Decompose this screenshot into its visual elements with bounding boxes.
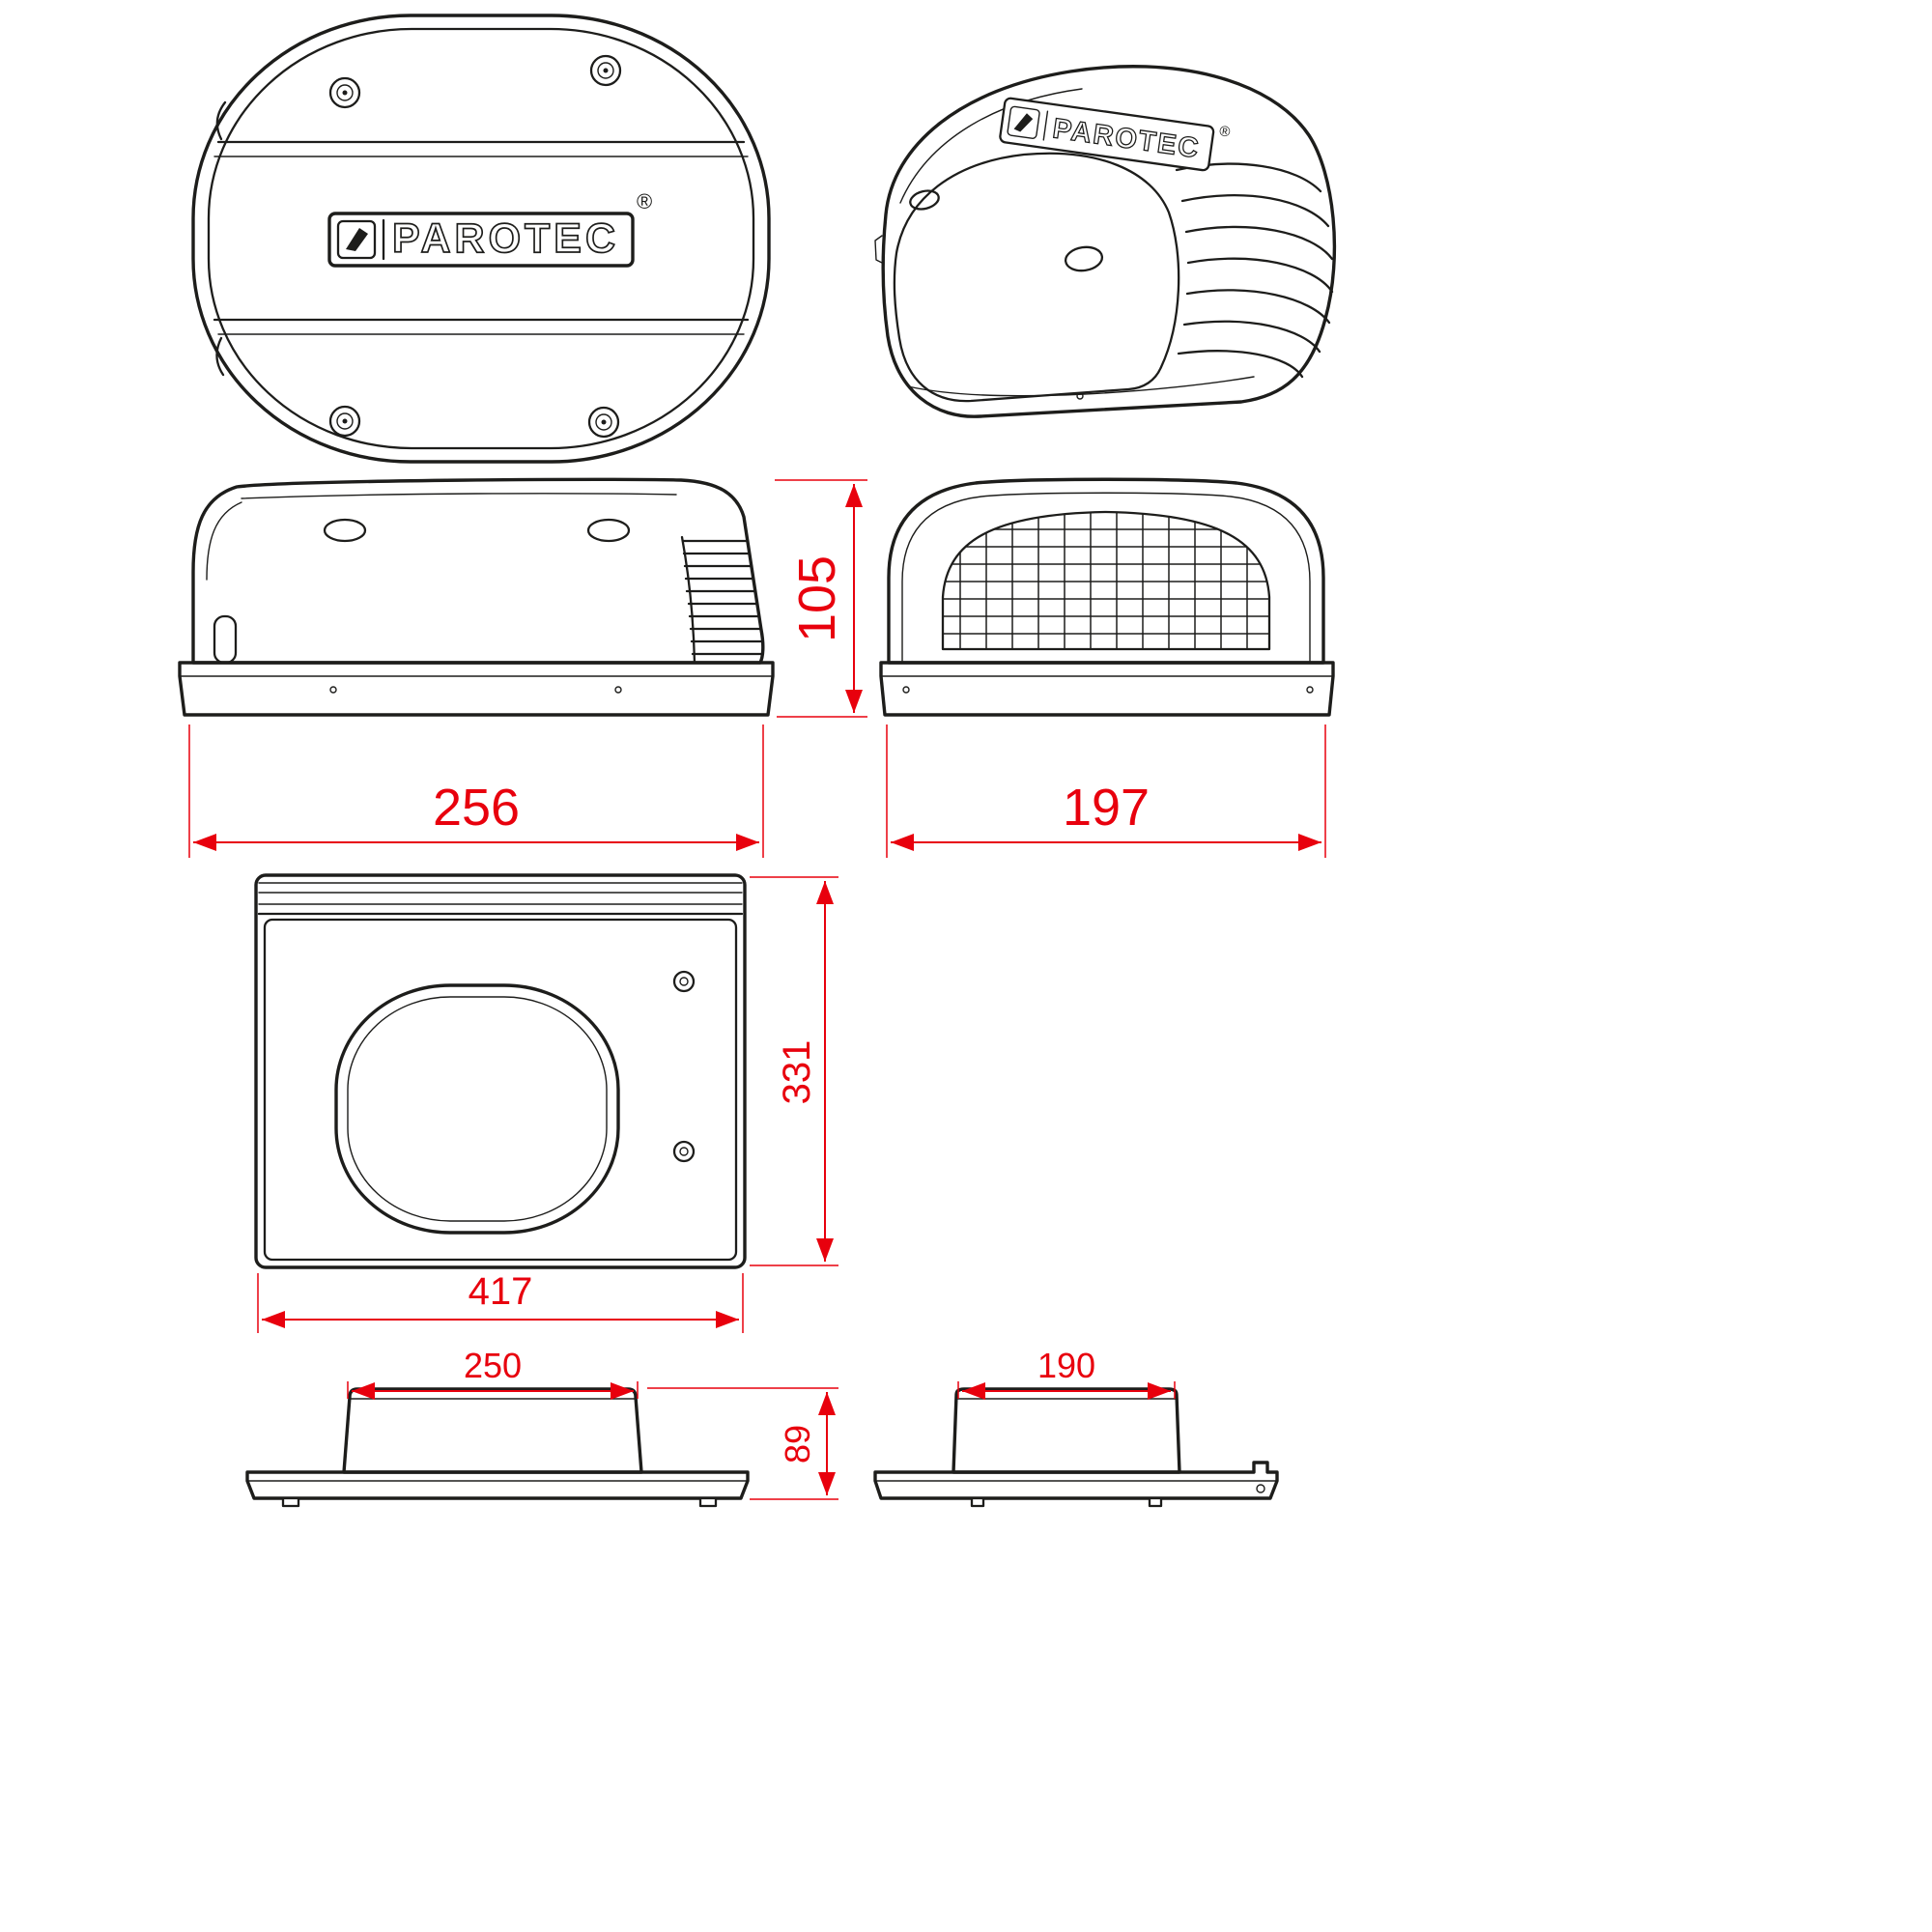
perspective-view: PAROTEC ® xyxy=(874,65,1337,418)
top-oval-hole xyxy=(586,518,631,543)
plate-outline xyxy=(254,873,747,1269)
plate-mark xyxy=(614,686,622,694)
dim-flange2-width-value: 190 xyxy=(1037,1346,1095,1385)
plate-inner-outline xyxy=(263,918,738,1262)
front-base-plate xyxy=(879,661,1335,717)
front-panel xyxy=(893,152,1180,403)
plate-screw-bottom xyxy=(672,1140,696,1163)
side-view xyxy=(178,477,775,717)
dim-plate-width: 417 xyxy=(257,1270,744,1333)
mounting-plate-front-profile xyxy=(873,1387,1279,1508)
front-view xyxy=(879,477,1335,717)
brand-icon-glyph xyxy=(1013,113,1034,132)
plate-foot xyxy=(1148,1496,1163,1508)
dim-plate-height-value: 331 xyxy=(776,1040,818,1105)
bottom-center-mark xyxy=(1076,392,1084,400)
plate-screw-top xyxy=(672,970,696,993)
dim-height: 105 xyxy=(775,479,867,718)
intake-mesh-grid xyxy=(943,512,1269,649)
flange2-raised-section xyxy=(952,1387,1181,1474)
vent-hole-large xyxy=(1064,245,1104,272)
screw-top-left xyxy=(328,76,361,109)
left-edge-detail-top xyxy=(215,100,227,141)
vent-hole-small xyxy=(909,189,940,211)
plate-oval-opening xyxy=(334,983,620,1235)
screw-bottom-left xyxy=(328,405,361,438)
front-inner-outline xyxy=(901,492,1311,664)
dim-height-value: 105 xyxy=(788,555,846,642)
plate-foot xyxy=(698,1496,718,1508)
dim-profile-height: 89 xyxy=(647,1387,838,1500)
side-inner-left-line xyxy=(206,501,242,581)
brand-icon xyxy=(336,219,377,260)
dim-flange-width: 250 xyxy=(347,1346,639,1400)
plate-mark xyxy=(329,686,337,694)
clip-detail xyxy=(1256,1484,1265,1493)
registered-mark: ® xyxy=(637,189,652,213)
dim-flange-width-value: 250 xyxy=(464,1346,522,1385)
louvre-boundary xyxy=(680,535,696,665)
dim-front-width: 197 xyxy=(886,724,1326,858)
top-view-outline xyxy=(191,14,771,464)
front-body-outline xyxy=(887,477,1325,665)
mounting-plate-top-view xyxy=(254,873,747,1269)
top-view: PAROTEC ® xyxy=(191,14,771,464)
mounting-plate-side-profile xyxy=(245,1387,750,1508)
dim-flange2-width: 190 xyxy=(957,1346,1176,1400)
screw-top-right xyxy=(589,54,622,87)
brand-icon xyxy=(1007,105,1040,139)
intake-window-outline xyxy=(941,510,1271,651)
left-edge-detail-bottom xyxy=(215,336,225,377)
top-face-ridge xyxy=(899,88,1083,204)
brand-logo-perspective: PAROTEC ® xyxy=(999,97,1231,172)
left-tab-detail xyxy=(874,235,885,265)
side-body-outline xyxy=(191,477,765,665)
dim-side-width-value: 256 xyxy=(433,779,520,837)
brand-text: PAROTEC xyxy=(392,215,619,262)
drain-spout xyxy=(213,614,238,665)
top-oval-hole xyxy=(323,518,367,543)
brand-logo: PAROTEC ® xyxy=(327,189,652,268)
plate-foot xyxy=(970,1496,985,1508)
top-view-inner-outline xyxy=(207,27,755,450)
louvre-slats xyxy=(1175,162,1334,379)
screw-bottom-right xyxy=(587,406,620,439)
side-inner-top-line xyxy=(241,493,677,499)
plate-mark xyxy=(1306,686,1314,694)
dim-front-width-value: 197 xyxy=(1063,779,1150,837)
dim-profile-height-value: 89 xyxy=(778,1425,817,1463)
side-base-plate xyxy=(178,661,775,717)
dim-plate-width-value: 417 xyxy=(469,1270,533,1313)
flange-plate xyxy=(245,1470,750,1500)
perspective-outline xyxy=(881,65,1337,418)
registered-mark: ® xyxy=(1218,123,1231,140)
flange2-plate xyxy=(873,1461,1279,1500)
plate-oval-opening-inner xyxy=(347,996,608,1222)
brand-icon-glyph xyxy=(346,228,368,251)
plate-foot xyxy=(281,1496,300,1508)
plate-mark xyxy=(902,686,910,694)
dim-plate-height: 331 xyxy=(750,876,838,1266)
side-louvre-slats xyxy=(681,539,764,656)
dim-side-width: 256 xyxy=(188,724,764,858)
flange-raised-section xyxy=(342,1387,643,1474)
